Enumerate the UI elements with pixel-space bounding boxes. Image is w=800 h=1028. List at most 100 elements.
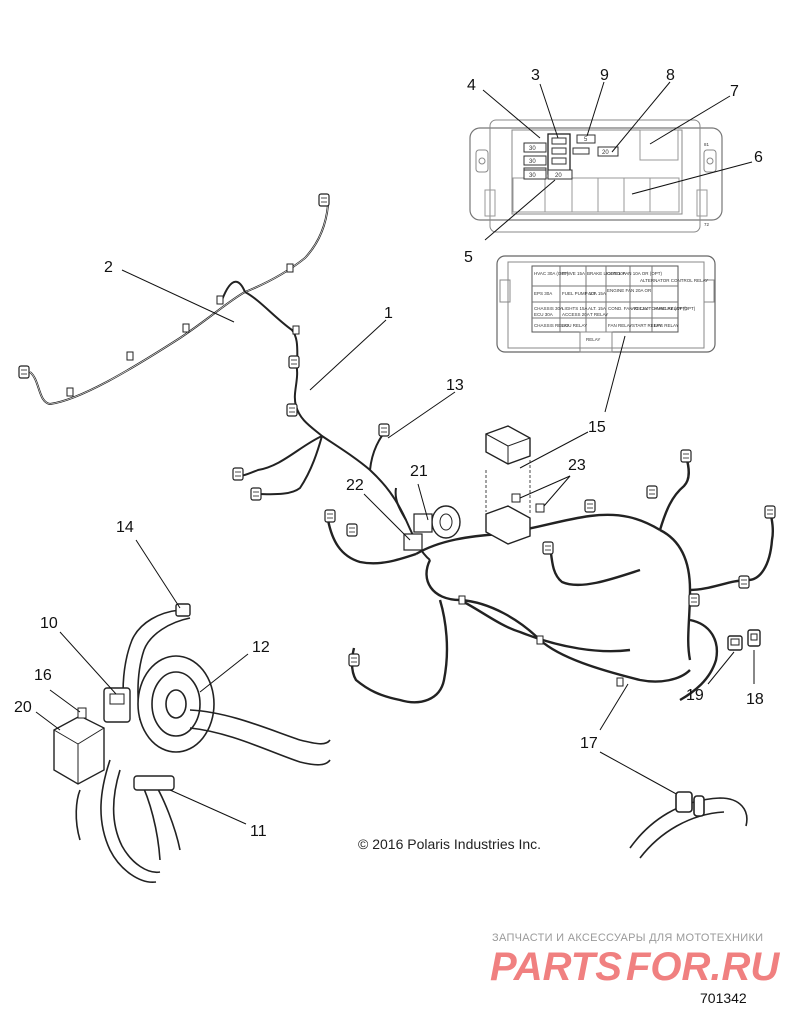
callout-23: 23 xyxy=(568,457,586,474)
relay-cell: HVAC RELAY (OPT) xyxy=(654,306,696,311)
leader-line-20 xyxy=(35,711,61,731)
callout-2: 2 xyxy=(104,259,113,276)
harness-1-connector xyxy=(288,355,300,369)
relay-cell: FAN RELAY xyxy=(608,323,632,328)
callout-7: 7 xyxy=(730,83,739,100)
leader-line-17b xyxy=(599,751,681,797)
callout-16: 16 xyxy=(34,667,52,684)
harness-clip xyxy=(292,325,300,335)
connector-19 xyxy=(727,635,743,651)
relay-cell: ECU 30A xyxy=(534,312,553,317)
split-loom-17 xyxy=(629,791,748,859)
harness-clip xyxy=(216,295,224,305)
harness-clip xyxy=(182,323,190,333)
relay-cell: CHASSIS 30A xyxy=(534,306,563,311)
relay-cell: HVAC 30A (OPT) xyxy=(534,271,569,276)
callout-9: 9 xyxy=(600,67,609,84)
main-harness-connector xyxy=(348,653,360,667)
callout-8: 8 xyxy=(666,67,675,84)
harness-1-connector xyxy=(232,467,244,481)
fuse-label: 30 xyxy=(529,159,536,165)
relay-module xyxy=(485,425,545,545)
relay-cell: ALT. 15A xyxy=(588,291,606,296)
callout-17: 17 xyxy=(580,735,598,752)
main-harness-connector xyxy=(738,575,750,589)
callout-3: 3 xyxy=(531,67,540,84)
leader-line-1 xyxy=(309,319,387,391)
harness-clip xyxy=(66,387,74,397)
leader-line-17a xyxy=(599,683,629,731)
vacuum-assembly xyxy=(75,609,331,883)
leader-line-10 xyxy=(59,631,117,695)
box-side-mark: 72 xyxy=(704,222,710,227)
relay-cell: FUEL PUMP 10A xyxy=(562,291,597,296)
harness-clip xyxy=(458,595,466,605)
main-harness-connector xyxy=(764,505,776,519)
relay-cell: ALT. 15A xyxy=(588,306,606,311)
callout-18: 18 xyxy=(746,691,764,708)
leader-line-12 xyxy=(199,653,249,693)
relay-cell: START RELAY xyxy=(632,323,662,328)
callout-19: 19 xyxy=(686,687,704,704)
callout-12: 12 xyxy=(252,639,270,656)
box-side-mark: 81 xyxy=(704,142,710,147)
harness-1-connector xyxy=(250,487,262,501)
fuse-box-top: 30 30 30 20 30 5 20 81 72 xyxy=(469,119,723,233)
leader-line-2 xyxy=(121,269,235,323)
harness-clip xyxy=(286,263,294,273)
main-harness-connector xyxy=(324,509,336,523)
circuit-breaker-21 xyxy=(403,505,461,551)
main-harness-connector xyxy=(584,499,596,513)
callout-4: 4 xyxy=(467,77,476,94)
connector-18 xyxy=(747,629,761,647)
leader-line-11 xyxy=(169,789,247,825)
relay-cell: ECU RELAY xyxy=(562,323,587,328)
callout-10: 10 xyxy=(40,615,58,632)
fuse-label: 30 xyxy=(529,173,536,179)
harness-2-connector xyxy=(318,193,330,207)
relay-cell: T RELAY xyxy=(590,312,608,317)
callout-20: 20 xyxy=(14,699,32,716)
relay-box: HVAC 30A (OPT) DRIVE 15A BRAKE LIGHT 10A… xyxy=(496,255,716,353)
relay-cell: BRAKE LIGHT 10A xyxy=(587,271,626,276)
harness-clip xyxy=(616,677,624,687)
part-number: 701342 xyxy=(700,990,747,1006)
leader-line-21 xyxy=(417,483,429,521)
leader-line-14 xyxy=(135,539,181,609)
relay-cell: ALTERNATOR CONTROL RELAY xyxy=(640,278,708,283)
main-harness-connector xyxy=(646,485,658,499)
relay-cell: DRIVE 15A xyxy=(562,271,585,276)
relay-cell: EPS RELAY xyxy=(654,323,679,328)
fuse-label: 5 xyxy=(584,137,588,143)
copyright-text: © 2016 Polaris Industries Inc. xyxy=(358,836,542,852)
relay-cell: ACCESS 20A xyxy=(562,312,590,317)
relay-cell: COND. FAN RELAY xyxy=(608,306,648,311)
callout-21: 21 xyxy=(410,463,428,480)
leader-line-19 xyxy=(707,651,735,685)
bolt-16 xyxy=(77,707,87,719)
main-harness-connector xyxy=(688,593,700,607)
relay-cell: EPS 30A xyxy=(534,291,552,296)
relay-cell: CHASSIS RELAY xyxy=(534,323,569,328)
callout-1: 1 xyxy=(384,305,393,322)
watermark-logo-left: PARTS xyxy=(490,945,622,988)
main-harness xyxy=(326,455,775,704)
relay-cell: COND. FAN 10A OR (OPT) xyxy=(607,271,663,276)
watermark-logo-right: FOR.RU xyxy=(626,945,780,988)
leader-line-23b xyxy=(543,475,571,507)
watermark-logo: PARTS FOR.RU xyxy=(490,945,780,988)
relay-cell: ENGINE FAN 20A OR xyxy=(607,288,652,293)
callout-22: 22 xyxy=(346,477,364,494)
main-harness-connector xyxy=(346,523,358,537)
relay-cell: AC CLUTCH RELAY (OPT) xyxy=(632,306,687,311)
callout-14: 14 xyxy=(116,519,134,536)
relay-20 xyxy=(53,715,105,785)
harness-clip xyxy=(126,351,134,361)
harness-2 xyxy=(29,204,329,406)
relay-cell: LIGHTS 15A xyxy=(562,306,588,311)
harness-1-connector xyxy=(378,423,390,437)
callout-6: 6 xyxy=(754,149,763,166)
leader-line-23a xyxy=(519,475,571,499)
callout-15: 15 xyxy=(588,419,606,436)
callout-5: 5 xyxy=(464,249,473,266)
